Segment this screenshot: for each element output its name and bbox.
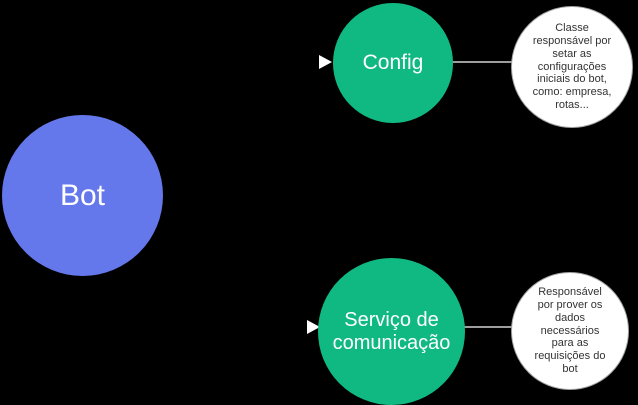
connector-bot-to-config: [157, 61, 318, 156]
note-config-text: Classe responsável por setar as configur…: [532, 21, 612, 112]
note-config-description: Classe responsável por setar as configur…: [511, 6, 633, 128]
arrowhead-into-servico-icon: [307, 320, 320, 334]
node-servico-label: Serviço de comunicação: [332, 308, 451, 354]
connector-bot-to-servico: [157, 237, 306, 328]
note-servico-text: Responsável por prover os dados necessár…: [534, 285, 606, 376]
node-bot-label: Bot: [59, 178, 106, 212]
connector-config-to-note: [452, 61, 512, 63]
arrowhead-into-config-icon: [319, 55, 332, 69]
node-bot: Bot: [2, 115, 163, 276]
node-config-label: Config: [362, 51, 424, 74]
connector-servico-to-note: [464, 326, 513, 328]
node-servico-de-comunicacao: Serviço de comunicação: [318, 258, 465, 405]
note-servico-description: Responsável por prover os dados necessár…: [511, 272, 629, 390]
node-config: Config: [333, 3, 453, 123]
